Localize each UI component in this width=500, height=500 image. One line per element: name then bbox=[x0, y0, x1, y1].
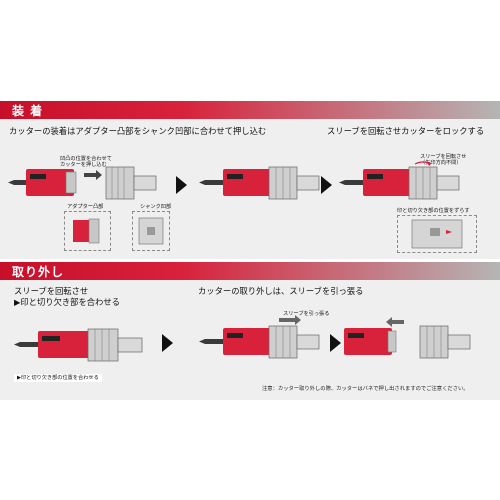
arrow-right-icon bbox=[330, 334, 341, 352]
arrow-right-icon bbox=[162, 334, 173, 352]
removal-section: 取り外し スリーブを回転させ ▶印と切り欠き部を合わせる カッターの取り外しは、… bbox=[0, 262, 500, 400]
label-rotate-line1: スリーブを回転させ bbox=[420, 154, 467, 160]
arrow-right-icon bbox=[176, 176, 187, 194]
install-callout-align-line2: カッターを押し込む bbox=[60, 162, 107, 168]
lock-detail-box bbox=[397, 215, 477, 253]
install-section: 装 着 カッターの装着はアダプター凸部をシャンク凹部に合わせて押し込む スリーブ… bbox=[0, 101, 500, 259]
removal-header-title: 取り外し bbox=[12, 265, 65, 279]
cutter-locked-drawing bbox=[339, 161, 460, 200]
adapter-detail-box bbox=[64, 211, 111, 251]
label-pull-sleeve: スリーブを引っ張る bbox=[283, 311, 330, 317]
install-header-title: 装 着 bbox=[12, 104, 44, 118]
arrow-right-icon bbox=[321, 176, 332, 194]
removal-header-bar: 取り外し bbox=[0, 262, 500, 280]
rotate-icon bbox=[414, 161, 432, 166]
cutter-pull-drawing bbox=[199, 315, 320, 359]
drill-bit-icon bbox=[8, 180, 28, 185]
removal-step2-text: カッターの取り外しは、スリーブを引っ張る bbox=[198, 286, 364, 296]
install-step2-text: スリーブを回転させカッターをロックする bbox=[327, 126, 485, 136]
shank-detail-box bbox=[132, 211, 170, 251]
shank-icon bbox=[133, 175, 157, 191]
removal-step1-line1: スリーブを回転させ bbox=[14, 286, 89, 296]
removal-step1-line2: ▶印と切り欠き部を合わせる bbox=[14, 297, 120, 307]
label-adapter: アダプター凸部 bbox=[67, 204, 104, 210]
label-marks-offset: 印と切り欠き部の位置をずらす bbox=[397, 208, 470, 214]
install-step1-text: カッターの装着はアダプター凸部をシャンク凹部に合わせて押し込む bbox=[9, 126, 267, 136]
cutter-aligned-drawing bbox=[14, 328, 143, 362]
install-callout-align-line1: 凹凸の位置を合わせて bbox=[60, 156, 112, 162]
label-rotate-line2: （矢印方向不問） bbox=[420, 160, 462, 166]
cutter-separated-drawing bbox=[8, 166, 157, 200]
cutter-removed-drawing bbox=[344, 317, 471, 359]
cutter-icon bbox=[26, 169, 77, 196]
label-align-marks: ▶印と切り欠き部の位置を合わせる bbox=[14, 374, 102, 382]
label-shank: シャンク凹部 bbox=[140, 204, 172, 210]
install-header-bar: 装 着 bbox=[0, 101, 500, 119]
sleeve-icon bbox=[105, 166, 135, 200]
removal-caution-note: 注意：カッター取り外しの際、カッターはバネで押し出されますのでご注意ください。 bbox=[262, 386, 469, 392]
cutter-assembled-drawing bbox=[199, 166, 320, 200]
